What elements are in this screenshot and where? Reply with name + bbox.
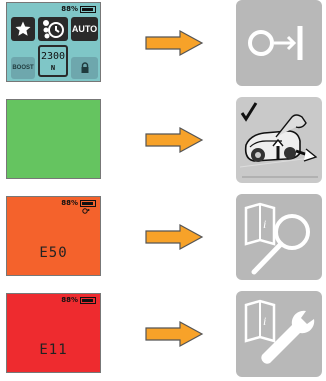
status-row-green [0, 97, 326, 183]
lcd-display-normal: 88% AUTO BOOST 2300 N [6, 2, 101, 82]
lock-key [71, 57, 98, 79]
arrow-right-icon [145, 126, 204, 154]
cog-indicator-icon [82, 208, 90, 214]
battery-icon [80, 5, 96, 13]
time-value: 2300 [40, 51, 66, 62]
status-row-normal: 88% AUTO BOOST 2300 N [0, 0, 326, 86]
action-tile-manual: i [236, 194, 322, 280]
power-off-icon [248, 26, 303, 60]
check-mark-icon [240, 102, 258, 122]
auto-label: AUTO [71, 24, 98, 34]
boost-label: BOOST [12, 65, 34, 71]
battery-percent: 88% [61, 296, 78, 304]
boost-key: BOOST [11, 57, 35, 79]
action-tile-maintenance [236, 97, 322, 183]
arrow-right-icon [145, 223, 204, 251]
mower-maintenance-icon [239, 102, 319, 178]
cog-cluster-icon [43, 20, 64, 39]
action-tile-service: i [236, 291, 322, 377]
lcd-display-green [6, 99, 101, 179]
star-key [11, 17, 35, 41]
battery-percent: 88% [61, 199, 78, 207]
lcd-display-orange: 88% E50 [6, 196, 101, 276]
error-code: E11 [39, 342, 68, 358]
arrow-right-icon [145, 29, 204, 57]
manual-magnifier-icon: i [244, 202, 310, 275]
lcd-display-red: 88% E11 [6, 293, 101, 373]
battery-indicator: 88% [61, 199, 96, 207]
battery-indicator: 88% [61, 5, 96, 13]
battery-icon [80, 199, 96, 207]
auto-key: AUTO [71, 17, 98, 41]
time-panel: 2300 N [38, 45, 68, 77]
time-unit: N [50, 64, 56, 72]
action-tile-power-off [236, 0, 322, 86]
settings-key [38, 17, 68, 41]
lock-icon [81, 62, 88, 73]
arrow-right-icon [145, 320, 204, 348]
star-icon [15, 21, 31, 36]
battery-icon [80, 296, 96, 304]
error-code: E50 [39, 245, 68, 261]
status-row-orange: 88% E50 i [0, 194, 326, 280]
battery-percent: 88% [61, 5, 78, 13]
svg-text:i: i [263, 217, 266, 231]
manual-wrench-icon: i [244, 299, 315, 364]
battery-indicator: 88% [61, 296, 96, 304]
status-row-red: 88% E11 i [0, 291, 326, 377]
svg-text:i: i [263, 314, 266, 328]
